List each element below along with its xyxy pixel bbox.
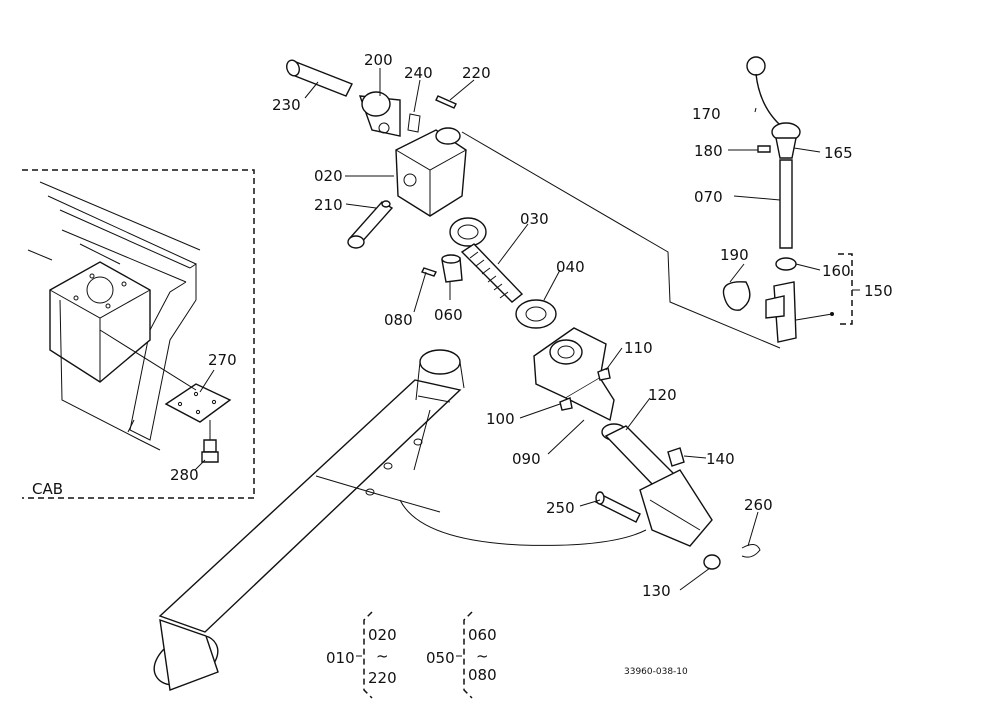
part-label-250: 250 <box>546 499 575 517</box>
assembly-sep: ~ <box>476 647 489 665</box>
part-label-130: 130 <box>642 582 671 600</box>
assembly-from: 020 <box>368 626 397 644</box>
part-label-060: 060 <box>434 306 463 324</box>
assembly-050: 050 060 ~ 080 <box>426 611 497 699</box>
part-label-230: 230 <box>272 96 301 114</box>
part-label-020: 020 <box>314 167 343 185</box>
part-label-210: 210 <box>314 196 343 214</box>
part-label-100: 100 <box>486 410 515 428</box>
assembly-id: 050 <box>426 649 455 667</box>
part-label-165: 165 <box>824 144 853 162</box>
part-label-040: 040 <box>556 258 585 276</box>
assembly-sep: ~ <box>376 647 389 665</box>
part-label-080: 080 <box>384 311 413 329</box>
assembly-010: 010 020 ~ 220 <box>326 611 397 699</box>
cab-inset <box>22 169 255 499</box>
part-label-240: 240 <box>404 64 433 82</box>
part-label-120: 120 <box>648 386 677 404</box>
part-label-070: 070 <box>694 188 723 206</box>
part-label-150: 150 <box>864 282 893 300</box>
part-label-170: 170 <box>692 105 721 123</box>
part-label-190: 190 <box>720 246 749 264</box>
assembly-id: 010 <box>326 649 355 667</box>
part-label-030: 030 <box>520 210 549 228</box>
part-label-110: 110 <box>624 339 653 357</box>
assembly-from: 060 <box>468 626 497 644</box>
leveling-screw <box>421 217 761 570</box>
upper-bracket <box>286 59 467 249</box>
assembly-to: 080 <box>468 666 497 684</box>
part-label-180: 180 <box>694 142 723 160</box>
part-label-090: 090 <box>512 450 541 468</box>
leader-lines <box>304 68 821 591</box>
cab-label: CAB <box>32 480 63 498</box>
part-label-280: 280 <box>170 466 199 484</box>
assembly-to: 220 <box>368 669 397 687</box>
part-label-200: 200 <box>364 51 393 69</box>
part-label-260: 260 <box>744 496 773 514</box>
part-label-220: 220 <box>462 64 491 82</box>
part-label-160: 160 <box>822 262 851 280</box>
part-label-270: 270 <box>208 351 237 369</box>
drawing-number: 33960-038-10 <box>624 667 688 677</box>
part-label-140: 140 <box>706 450 735 468</box>
lower-link-arm <box>153 349 647 691</box>
